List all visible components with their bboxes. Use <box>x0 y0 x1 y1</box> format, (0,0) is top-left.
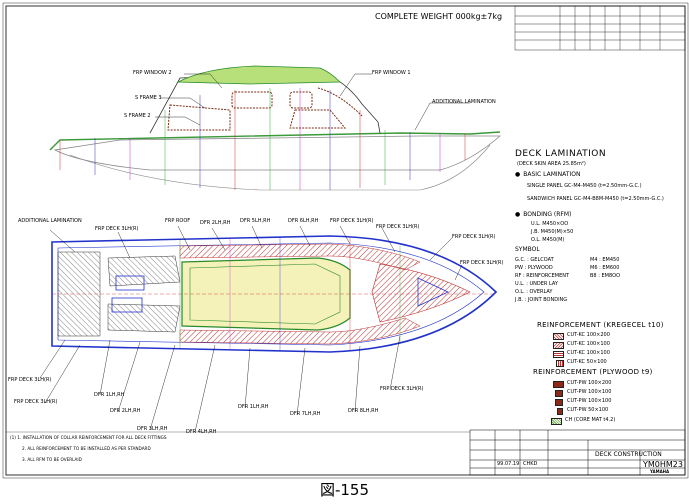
callout-frp-deck-a: FRP DECK 3LH(R) <box>95 226 139 232</box>
spec-ol: O.L. M450(M) <box>531 237 565 243</box>
note-2: 2. ALL REINFORCEMENT TO BE INSTALLED AS … <box>22 446 151 451</box>
spec-jb: J.B. M450(M)×50 <box>531 229 574 235</box>
title-block-date: 99.07.19 <box>497 461 520 467</box>
legend-kc-item-3: CUT-KC 100×100 <box>567 350 610 356</box>
drawing-title: DECK CONSTRUCTION <box>595 451 662 458</box>
callout-frp-window-2: FRP WINDOW 2 <box>133 70 172 76</box>
maker-logo: YAMAHA <box>650 469 670 474</box>
legend-kc-item-2: CUT-KC 100×100 <box>567 341 610 347</box>
callout-frp-deck-b: FRP DECK 3LH(R) <box>330 218 374 224</box>
legend-pw-swatch-2 <box>555 390 563 397</box>
legend-pw-swatch-1 <box>553 381 564 388</box>
spec-basic-lamination: BASIC LAMINATION <box>515 172 580 178</box>
spec-sym-ul: U.L. : UNDER LAY <box>515 281 558 287</box>
legend-kc-swatch-2 <box>553 342 564 349</box>
spec-deck-area: (DECK SKIN AREA 25.85m²) <box>517 161 586 167</box>
legend-kc-swatch-1 <box>553 333 564 340</box>
plan-view <box>39 225 498 433</box>
spec-symbol: SYMBOL <box>515 246 540 253</box>
callout-dfr-1lhrh-a: DFR 1LH,RH <box>94 392 125 398</box>
legend-kc-swatch-4 <box>556 360 564 367</box>
callout-dfr-2lhrh-a: DFR 2LH,RH <box>200 220 231 226</box>
legend-kc-swatch-3 <box>553 351 564 358</box>
callout-dfr-5lhrh: DFR 5LH,RH <box>240 218 271 224</box>
drawing-number: YM0HM23 <box>643 460 683 469</box>
callout-frp-deck-e: FRP DECK 3LH(R) <box>460 260 504 266</box>
legend-pw-swatch-4 <box>557 408 563 415</box>
legend-kc-item-4: CUT-KC 50×100 <box>567 359 607 365</box>
callout-frp-roof: FRP ROOF <box>165 218 191 224</box>
legend-ch-item: CH (CORE MAT t4.2) <box>565 417 616 423</box>
callout-frp-deck-d: FRP DECK 3LH(R) <box>452 234 496 240</box>
legend-pw-swatch-3 <box>555 399 563 406</box>
legend-kc-item-1: CUT-KC 100×200 <box>567 332 610 338</box>
title-block <box>469 429 686 476</box>
spec-sandwich-panel: SANDWICH PANEL GC-M4-B8M-M450 (t=2.50mm-… <box>527 196 664 202</box>
figure-caption: 図-155 <box>319 481 370 499</box>
side-profile-view <box>49 65 502 191</box>
callout-dfr-2lhrh-b: DFR 2LH,RH <box>110 408 141 414</box>
reinf-plywood-title: REINFORCEMENT (PLYWOOD t9) <box>533 368 653 376</box>
legend-pw-item-4: CUT-PW 50×100 <box>567 407 609 413</box>
spec-sym-m4: M4 : EM450 <box>590 257 620 263</box>
legend-ch-swatch <box>551 418 562 425</box>
spec-sym-jb: J.B. : JOINT BONDING <box>515 297 568 303</box>
spec-sym-gc: G.C. : GELCOAT <box>515 257 554 263</box>
spec-sym-b8: B8 : EM8OO <box>590 273 620 279</box>
spec-title: DECK LAMINATION <box>515 149 607 159</box>
callout-dfr-4lhrh: DFR 4LH,RH <box>186 429 217 435</box>
callout-s-frame-3: S FRAME 3 <box>135 95 162 101</box>
spec-sym-pw: PW : PLYWOOD <box>515 265 553 271</box>
reinf-kregecel-title: REINFORCEMENT (KREGECEL t10) <box>537 321 664 329</box>
callout-dfr-8lhrh: DFR 8LH,RH <box>348 408 379 414</box>
spec-sym-ol: O.L. : OVERLAY <box>515 289 553 295</box>
callout-dfr-6lhrh: DFR 6LH,RH <box>288 218 319 224</box>
callout-frp-deck-f: FRP DECK 3LH(R) <box>8 377 52 383</box>
callout-frp-deck-g: FRP DECK 3LH(R) <box>14 399 58 405</box>
spec-bonding: BONDING (RFM) <box>515 212 571 218</box>
spec-sym-m6: M6 : EM600 <box>590 265 620 271</box>
callout-frp-deck-c: FRP DECK 3LH(R) <box>376 224 420 230</box>
title-block-checked: CHKD <box>523 461 538 467</box>
spec-sym-rf: RF : REINFORCEMENT <box>515 273 570 279</box>
callout-additional-lamination-left: ADDITIONAL LAMINATION <box>18 218 82 224</box>
legend-pw-item-2: CUT-PW 100×100 <box>567 389 612 395</box>
spec-ul: U.L. M450×OO <box>531 221 569 227</box>
note-3: 3. ALL RFM TO BE OVERLAID <box>22 457 82 462</box>
note-1: (1) 1. INSTALLATION OF COLLAR REINFORCEM… <box>10 435 167 440</box>
callout-frp-window-1: FRP WINDOW 1 <box>372 70 411 76</box>
revision-block <box>514 5 686 51</box>
callout-dfr-3lhrh: DFR 3LH,RH <box>137 426 168 432</box>
complete-weight: COMPLETE WEIGHT 000kg±7kg <box>375 12 503 21</box>
callout-dfr-7lhrh: DFR 7LH,RH <box>290 411 321 417</box>
callout-s-frame-2: S FRAME 2 <box>124 113 151 119</box>
callout-additional-lamination-top: ADDITIONAL LAMINATION <box>432 99 496 105</box>
spec-single-panel: SINGLE PANEL GC-M4-M450 (t=2.50mm-G.C.) <box>527 183 642 189</box>
callout-frp-deck-h: FRP DECK 3LH(R) <box>380 386 424 392</box>
callout-dfr-1lhrh-b: DFR 1LH,RH <box>238 404 269 410</box>
legend-pw-item-1: CUT-PW 100×200 <box>567 380 612 386</box>
legend-pw-item-3: CUT-PW 100×100 <box>567 398 612 404</box>
